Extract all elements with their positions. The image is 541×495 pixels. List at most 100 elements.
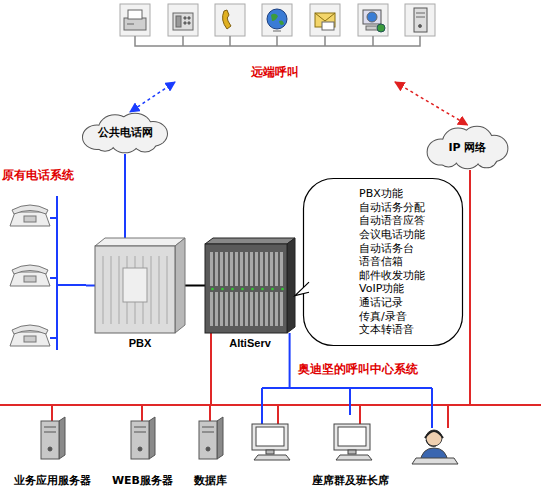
remote-group: 远端呼叫 xyxy=(110,0,440,82)
server-tower xyxy=(41,421,59,459)
altiserv-cabinet: AltiServ xyxy=(205,238,295,333)
globe-icon xyxy=(267,9,287,29)
lan-backbone xyxy=(0,170,541,428)
workstation xyxy=(338,427,366,446)
agent-workstations xyxy=(252,424,458,464)
altiserv-cabinet-drawing xyxy=(235,292,238,326)
callout-bubble xyxy=(295,282,309,295)
server-icon xyxy=(414,8,427,32)
feature-callout: PBX功能自动话务分配自动语音应答会议电话功能自动话务台语音信箱邮件收发功能Vo… xyxy=(303,178,463,346)
feature-item: VoIP功能 xyxy=(359,282,404,296)
altiserv-cabinet-drawing xyxy=(210,292,213,326)
node-label: 远端呼叫 xyxy=(251,65,299,80)
workstation xyxy=(254,455,290,460)
connector xyxy=(395,82,468,125)
telephone xyxy=(10,325,50,346)
workstation xyxy=(266,450,274,454)
remote-bracket xyxy=(135,36,420,46)
altiserv-cabinet-drawing xyxy=(231,288,234,291)
node-label: IP 网络 xyxy=(449,141,487,155)
web-computer-icon xyxy=(377,24,385,32)
altiserv-cabinet-drawing xyxy=(287,238,295,333)
server-tower xyxy=(44,427,56,428)
telephone xyxy=(24,336,36,342)
server-tower xyxy=(202,432,214,433)
server-tower xyxy=(44,432,56,433)
server-icon xyxy=(405,4,435,36)
node-label: 原有电话系统 xyxy=(2,168,74,183)
connector xyxy=(130,82,175,112)
feature-item: 会议电话功能 xyxy=(359,228,425,242)
server-icon xyxy=(416,13,425,14)
altiserv-cabinet-drawing xyxy=(275,292,278,326)
globe-icon xyxy=(273,31,281,32)
altiserv-cabinet-drawing xyxy=(240,292,243,326)
server-tower xyxy=(202,427,214,428)
pbx-cabinet-drawing xyxy=(95,246,175,333)
node-label: WEB服务器 xyxy=(112,474,173,488)
lan-backbone xyxy=(469,170,471,405)
server-tower xyxy=(131,421,149,459)
altiserv-cabinet-drawing xyxy=(215,252,218,286)
feature-item: 通话记录 xyxy=(359,296,403,310)
desk-phone-icon xyxy=(168,4,198,36)
server-tower xyxy=(131,417,155,459)
altiserv-cabinet-drawing xyxy=(255,252,258,286)
altiserv-cabinet-drawing xyxy=(270,252,273,286)
pbx-cabinet-drawing xyxy=(95,238,185,333)
server-towers xyxy=(41,417,223,459)
remote-bracket xyxy=(135,36,420,46)
workstation xyxy=(334,424,370,450)
telephone xyxy=(10,332,50,346)
mail-icon xyxy=(322,22,334,30)
phone-bus xyxy=(50,196,86,350)
altiserv-cabinet-drawing xyxy=(271,288,274,291)
feature-item: 自动话务分配 xyxy=(359,201,425,215)
altiserv-cabinet-drawing xyxy=(230,252,233,286)
altiserv-cabinet-drawing xyxy=(281,288,284,291)
telephone xyxy=(10,272,50,286)
connector xyxy=(185,285,205,287)
mail-icon xyxy=(310,4,340,36)
server-tower xyxy=(199,421,217,459)
feature-item: PBX功能 xyxy=(359,187,403,201)
ip-network-cloud: IP 网络 xyxy=(420,125,515,170)
altiserv-cabinet-drawing xyxy=(225,292,228,326)
altiserv-cabinet-drawing xyxy=(220,252,223,286)
workstation xyxy=(252,424,288,450)
headset-agent xyxy=(426,440,436,446)
fax-icon xyxy=(120,4,150,36)
server-tower xyxy=(134,432,146,433)
altiserv-cabinet-drawing xyxy=(245,292,248,326)
server-icon xyxy=(416,17,425,18)
feature-item: 传真/录音 xyxy=(359,310,407,324)
altiserv-cabinet-drawing xyxy=(205,244,287,333)
server-tower xyxy=(59,417,65,459)
web-computer-icon xyxy=(358,4,388,36)
telephone xyxy=(24,276,36,282)
node-label: 公共电话网 xyxy=(98,126,153,140)
altiserv-cabinet-drawing xyxy=(250,292,253,326)
workstation xyxy=(256,427,284,446)
telephone xyxy=(10,205,50,226)
node-label: 座席群及班长席 xyxy=(312,474,389,488)
headset-agent xyxy=(412,430,458,464)
node-label: PBX xyxy=(129,337,152,351)
feature-item: 邮件收发功能 xyxy=(359,269,425,283)
agent-bus xyxy=(262,388,432,428)
telephone xyxy=(10,212,50,226)
headset-agent xyxy=(426,430,442,446)
node-label: AltiServ xyxy=(229,337,271,351)
server-node: 业务应用服务器 xyxy=(2,415,102,490)
mail-icon xyxy=(310,4,340,36)
pbx-cabinet: PBX xyxy=(95,238,185,333)
altiserv-cabinet-drawing xyxy=(230,292,233,326)
server-tower xyxy=(217,417,223,459)
altiserv-cabinet-drawing xyxy=(255,292,258,326)
altiserv-cabinet-drawing xyxy=(225,252,228,286)
telephone xyxy=(24,216,36,222)
pbx-cabinet-drawing xyxy=(119,256,120,324)
pbx-cabinet-drawing xyxy=(123,268,147,302)
pstn-cloud: 公共电话网 xyxy=(75,112,175,154)
web-computer-icon xyxy=(367,12,377,22)
